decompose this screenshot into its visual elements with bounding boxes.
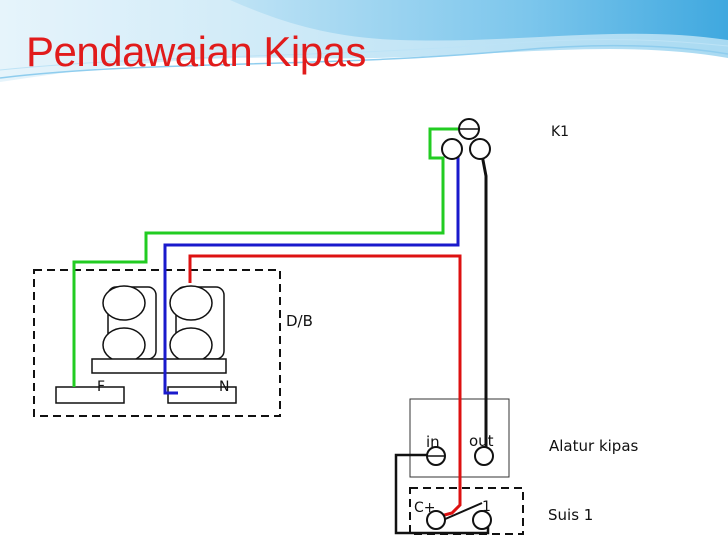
- neutral-terminal-bar: [167, 386, 237, 404]
- fuse-holder-left: [102, 285, 157, 363]
- switch-one-label: 1: [482, 499, 491, 515]
- k1-label: K1: [551, 124, 569, 140]
- switch-lever: [442, 502, 483, 521]
- distribution-board-box: [33, 269, 281, 417]
- neutral-wire: [163, 156, 460, 395]
- switch-terminals: [426, 510, 492, 530]
- earth-terminal-bar: [55, 386, 125, 404]
- busbar: [91, 358, 227, 374]
- distribution-board-label: D/B: [286, 312, 313, 330]
- fuse-holder-right: [169, 285, 225, 363]
- regulator-terminals: [426, 446, 494, 466]
- header-wave-decoration: [0, 0, 728, 82]
- slide-title: Pendawaian Kipas: [26, 28, 366, 75]
- fan-regulator-label: Alatur kipas: [549, 437, 639, 455]
- live-wire: [188, 254, 462, 519]
- terminal-n-label: N: [219, 379, 229, 395]
- regulator-in-label: in: [426, 433, 440, 451]
- regulator-link-wire: [394, 453, 490, 535]
- terminal-f-label: F: [97, 379, 105, 395]
- return-wire-black: [480, 154, 488, 450]
- switch-label: Suis 1: [548, 506, 593, 524]
- switch-common-label: C+: [414, 500, 436, 516]
- regulator-out-label: out: [469, 432, 494, 450]
- earth-wire: [72, 127, 458, 387]
- ceiling-rose-terminals: [441, 118, 491, 160]
